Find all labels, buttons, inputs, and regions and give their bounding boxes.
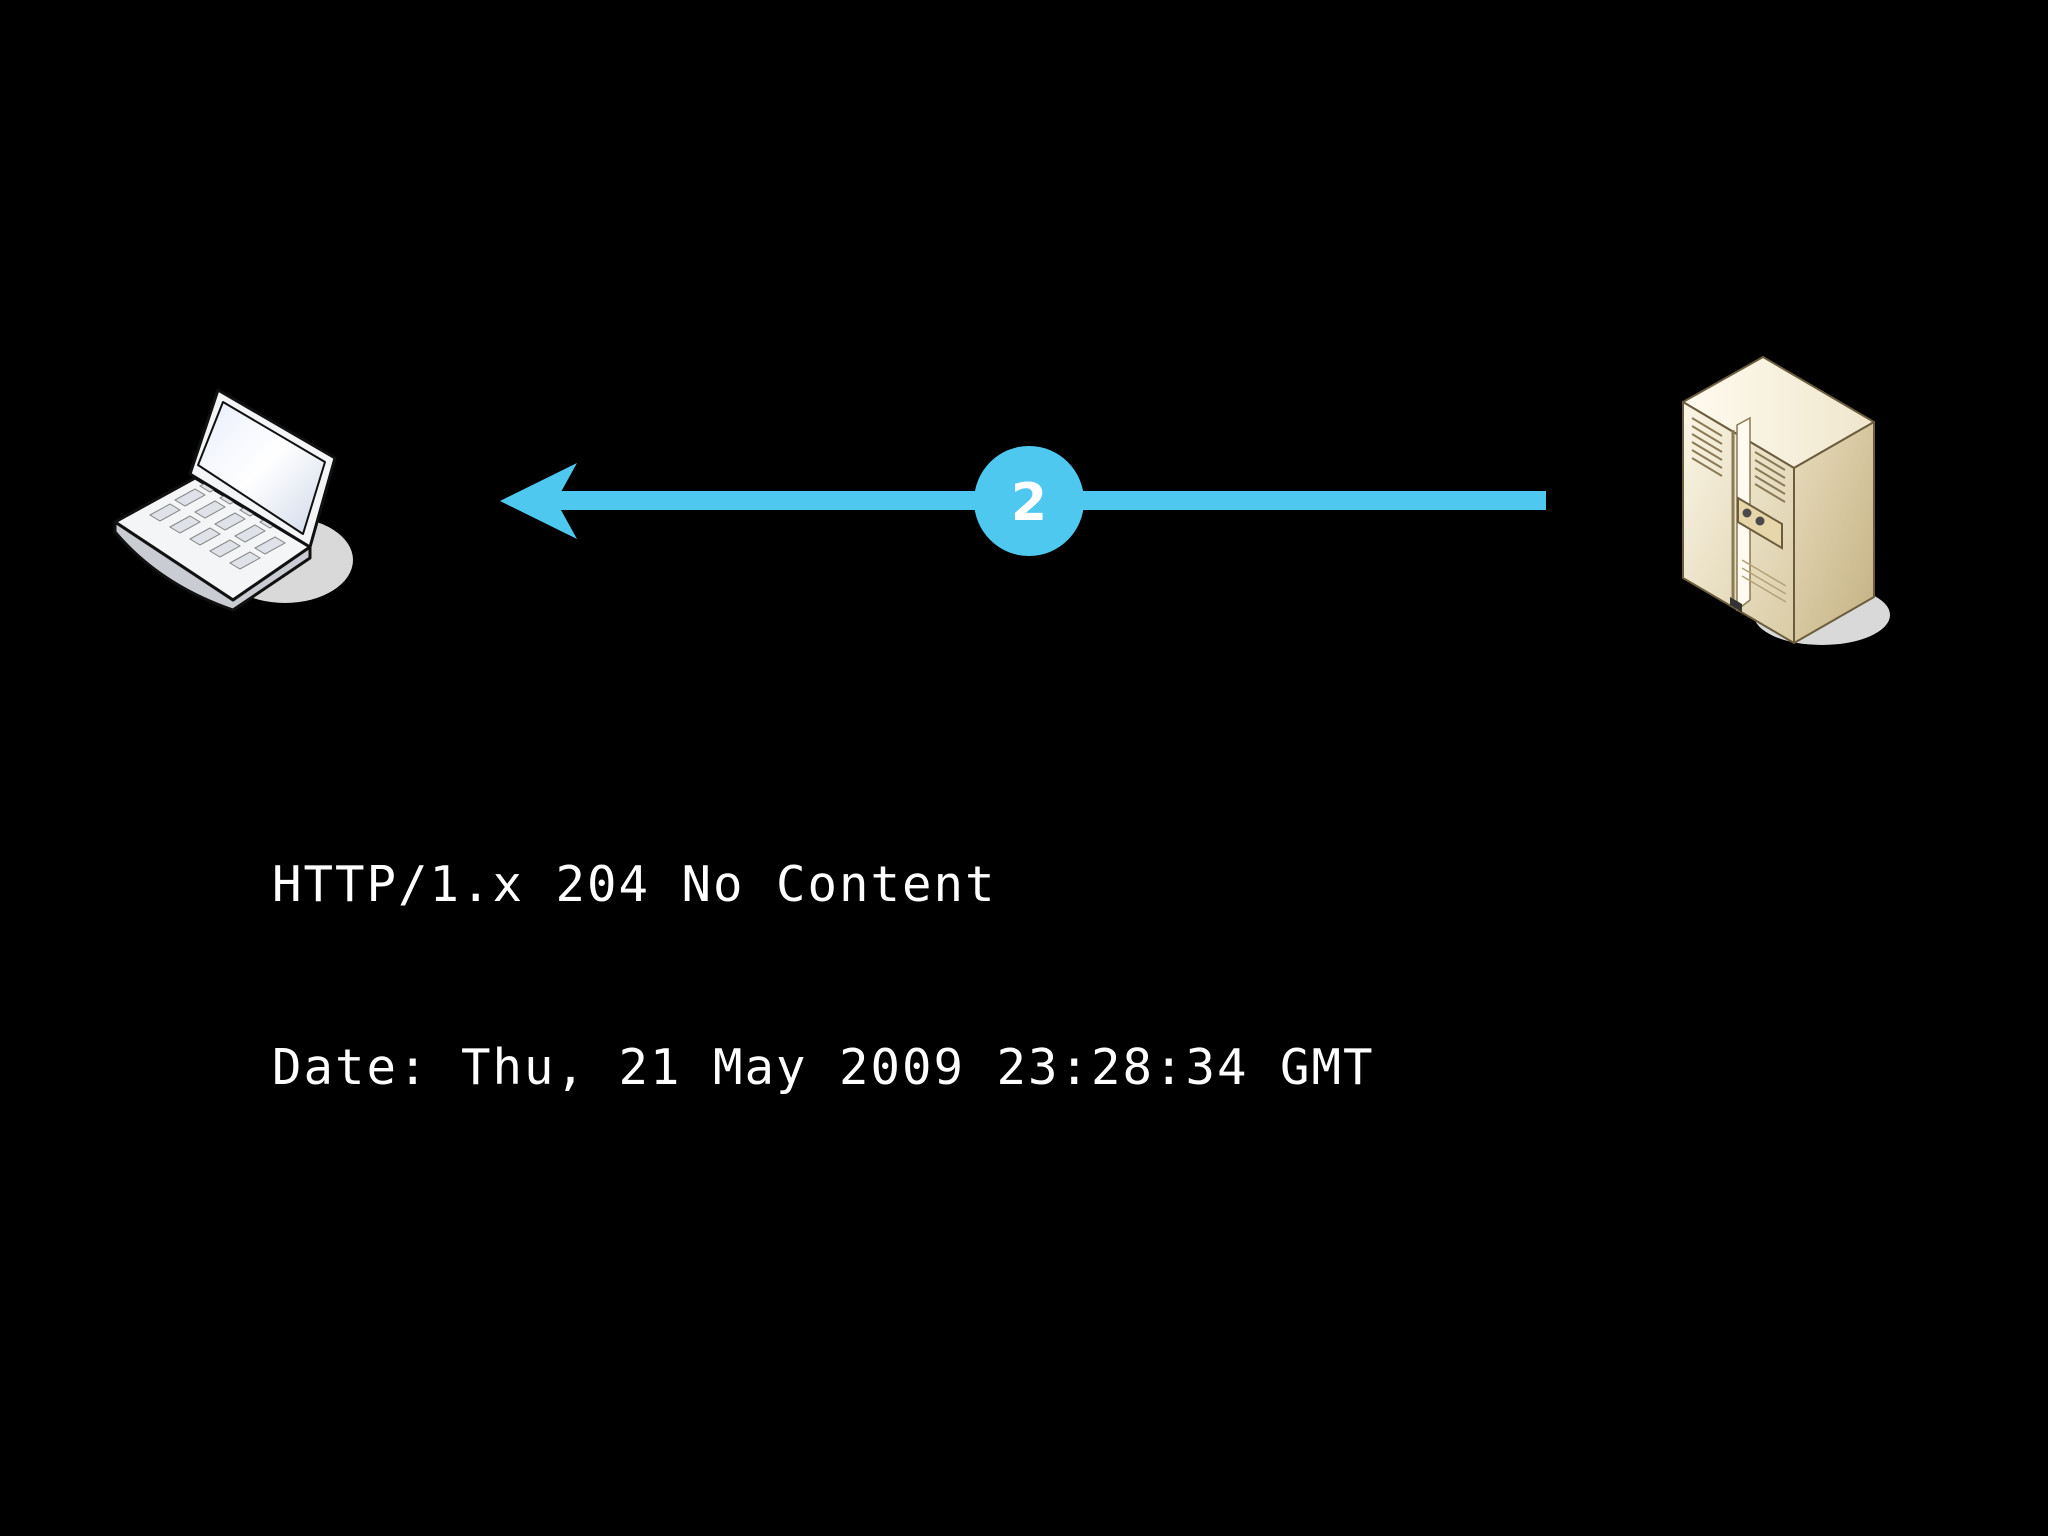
laptop-base-edge bbox=[113, 520, 312, 612]
laptop-icon bbox=[113, 388, 353, 612]
laptop-keyboard bbox=[148, 477, 292, 570]
server-tower-icon bbox=[1682, 356, 1890, 645]
laptop-screen bbox=[197, 401, 326, 535]
server-side bbox=[1793, 421, 1875, 644]
date-header-line: Date: Thu, 21 May 2009 23:28:34 GMT bbox=[272, 1039, 1375, 1096]
server-vents-right bbox=[1754, 451, 1786, 503]
step-number: 2 bbox=[1011, 473, 1047, 533]
server-foot bbox=[1730, 597, 1742, 612]
server-vents-lower bbox=[1741, 559, 1787, 603]
server-vents-left bbox=[1691, 417, 1723, 477]
server-button-2 bbox=[1755, 516, 1765, 526]
arrow-head bbox=[500, 463, 577, 539]
server-button-1 bbox=[1742, 508, 1752, 518]
step-badge-circle bbox=[974, 446, 1084, 556]
status-line: HTTP/1.x 204 No Content bbox=[272, 856, 997, 913]
step-badge: 2 bbox=[974, 446, 1084, 556]
http-response-text: HTTP/1.x 204 No Content Date: Thu, 21 Ma… bbox=[272, 732, 1375, 1220]
